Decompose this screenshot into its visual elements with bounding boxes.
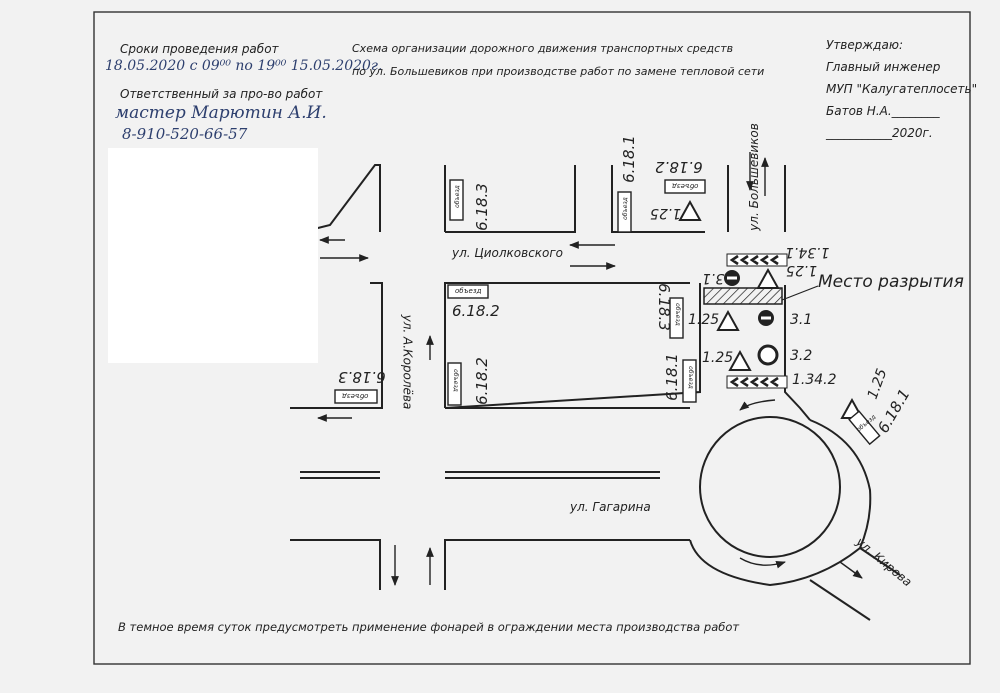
label-1-25: 1.25: [702, 350, 734, 366]
chevron-barrier-1-34-1: [726, 253, 788, 267]
label-1-34-2: 1.34.2: [792, 372, 837, 388]
redacted-block: [108, 148, 318, 363]
title-line1: Схема организации дорожного движения тра…: [352, 42, 734, 55]
chevron-barrier-1-34-2: [726, 375, 788, 389]
label-1-34-1: 1.34.1: [785, 244, 830, 260]
street-gagarina: ул. Гагарина: [570, 500, 651, 514]
footer-note: В темное время суток предусмотреть приме…: [118, 620, 740, 634]
approval-line3: МУП "Калугатеплосеть": [826, 82, 978, 96]
detour-plate-text: объезд: [621, 197, 629, 220]
responsible-phone: 8-910-520-66-57: [122, 125, 248, 143]
sheet-frame: [93, 11, 971, 665]
detour-plate-text: объезд: [672, 182, 699, 190]
detour-plate-text: объезд: [673, 303, 681, 326]
street-korolyova: ул. А.Королёва: [400, 314, 415, 410]
approval-line5: ___________2020г.: [826, 126, 933, 140]
detour-plate-text: объезд: [342, 392, 369, 400]
label-3-2: 3.2: [790, 348, 813, 364]
roundabout: [689, 416, 901, 621]
label-1-25: 1.25: [786, 262, 818, 278]
gagarina-median: [300, 471, 660, 479]
label-6-18-3: 6.18.3: [472, 183, 491, 231]
detour-signs: [334, 179, 881, 446]
label-3-1: 3.1: [790, 312, 813, 328]
excavation-leader-line: [781, 285, 819, 301]
approval-line1: Утверждаю:: [826, 38, 903, 52]
detour-plate-text: объезд: [686, 366, 694, 389]
street-bolshevikov: ул. Большевиков: [746, 123, 761, 231]
label-3-1: 3.1: [702, 270, 725, 286]
no-vehicles-sign-3-2: [757, 344, 779, 366]
detour-plate-text: объезд: [455, 287, 482, 295]
excavation-label: Место разрытия: [818, 272, 964, 292]
label-6-18-2: 6.18.2: [472, 357, 491, 405]
excavation-site: [703, 287, 783, 305]
street-tsiolkovskogo: ул. Циолковского: [452, 246, 564, 260]
approval-line4: Батов Н.А.________: [826, 104, 940, 118]
label-6-18-2: 6.18.2: [655, 158, 703, 176]
period-label: Сроки проведения работ: [120, 42, 279, 56]
street-curbs: [289, 164, 811, 590]
detour-plate-text: объезд: [451, 369, 459, 392]
label-1-25: 1.25: [650, 205, 682, 221]
no-entry-sign-3-1-top: [724, 270, 740, 286]
label-6-18-3: 6.18.3: [654, 283, 673, 331]
label-6-18-1: 6.18.1: [662, 353, 681, 401]
label-1-25: 1.25: [688, 312, 720, 328]
traffic-arrows: [317, 152, 863, 586]
label-6-18-1: 6.18.1: [619, 135, 638, 183]
label-6-18-3: 6.18.3: [338, 368, 386, 386]
no-entry-sign-3-1: [758, 310, 774, 326]
roadworks-sign-1-25: [678, 199, 864, 419]
period-value: 18.05.2020 с 09⁰⁰ по 19⁰⁰ 15.05.2020г.: [105, 58, 383, 74]
label-6-18-2: 6.18.2: [452, 302, 500, 320]
detour-plate-text: объезд: [453, 185, 461, 208]
responsible-name: мастер Марютин А.И.: [115, 103, 327, 123]
responsible-label: Ответственный за про-во работ: [120, 87, 323, 101]
title-line2: по ул. Большевиков при производстве рабо…: [352, 65, 765, 78]
approval-line2: Главный инженер: [826, 60, 941, 74]
